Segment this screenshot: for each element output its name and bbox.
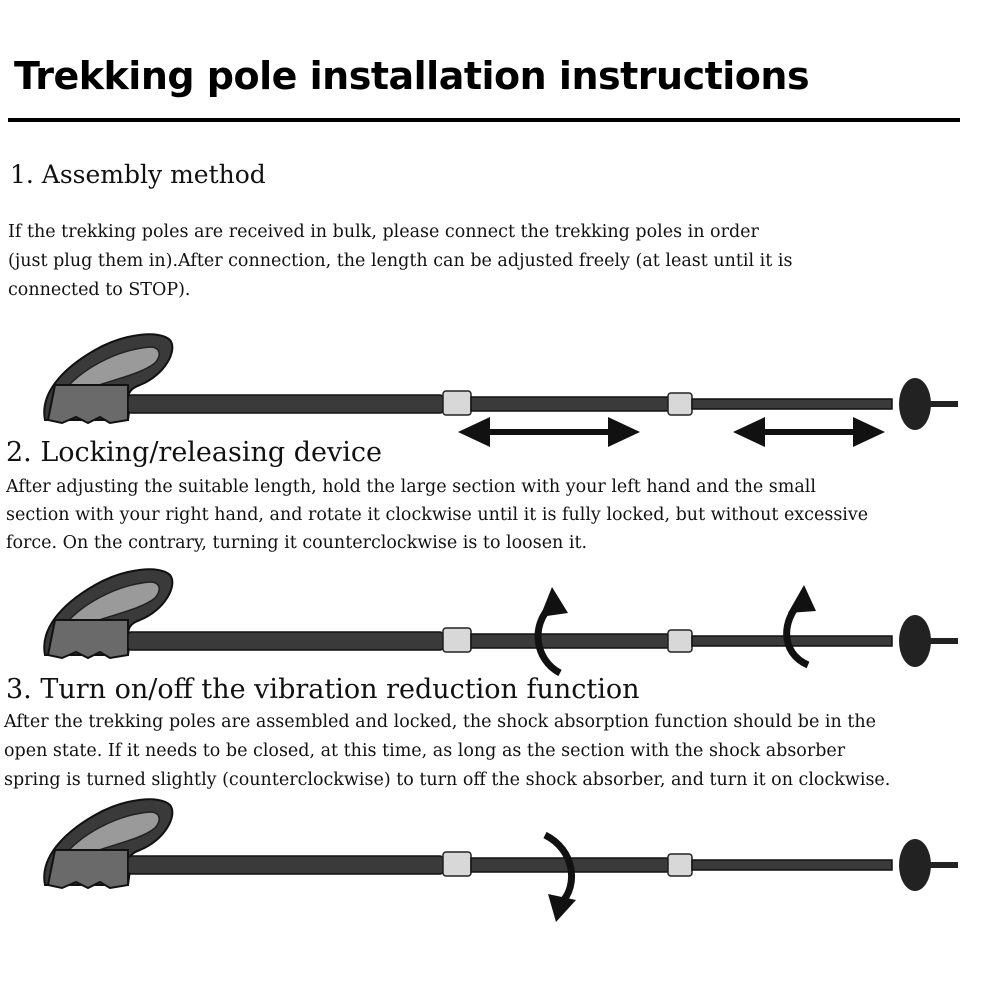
body-line: If the trekking poles are received in bu…: [8, 222, 759, 242]
pole-handle: [43, 568, 174, 660]
body-line: force. On the contrary, turning it count…: [6, 533, 588, 553]
pole-illustration-extend: [43, 333, 958, 447]
section-3-body: After the trekking poles are assembled a…: [4, 708, 998, 795]
page-title: Trekking pole installation instructions: [14, 54, 810, 98]
pole-handle: [43, 333, 174, 425]
basket-tip: [899, 839, 958, 891]
basket-tip: [899, 378, 958, 430]
pole-upper-section: [127, 394, 444, 414]
body-line: section with your right hand, and rotate…: [6, 505, 869, 525]
pole-lower-section: [691, 859, 893, 871]
rotate-arrow-icon: [783, 585, 816, 669]
pole-middle-section: [470, 633, 669, 649]
body-line: connected to STOP).: [8, 280, 191, 300]
pole-lower-section: [691, 398, 893, 410]
double-arrow-icon: [458, 417, 640, 447]
section-1-body: If the trekking poles are received in bu…: [8, 218, 968, 305]
pole-illustration-lock: [43, 568, 958, 677]
section-3-heading: 3. Turn on/off the vibration reduction f…: [6, 674, 640, 705]
rotate-arrow-icon: [543, 831, 576, 922]
body-line: (just plug them in).After connection, th…: [8, 251, 793, 271]
pole-upper-section: [127, 855, 444, 875]
lock-collar: [667, 629, 693, 653]
title-divider: [8, 118, 960, 122]
section-2-body: After adjusting the suitable length, hol…: [6, 473, 996, 557]
double-arrow-icon: [733, 417, 885, 447]
section-2-heading: 2. Locking/releasing device: [6, 437, 383, 468]
pole-lower-section: [691, 635, 893, 647]
rotate-arrow-icon: [534, 587, 568, 677]
lock-collar: [442, 390, 472, 416]
pole-illustration-shock: [43, 798, 958, 922]
body-line: After the trekking poles are assembled a…: [4, 712, 877, 732]
section-1-heading: 1. Assembly method: [10, 160, 266, 189]
lock-collar: [667, 853, 693, 877]
lock-collar: [442, 851, 472, 877]
basket-tip: [899, 615, 958, 667]
pole-upper-section: [127, 631, 444, 651]
body-line: spring is turned slightly (counterclockw…: [4, 770, 891, 790]
pole-handle: [43, 798, 174, 890]
pole-middle-section: [470, 396, 669, 412]
lock-collar: [442, 627, 472, 653]
body-line: open state. If it needs to be closed, at…: [4, 741, 846, 761]
lock-collar: [667, 392, 693, 416]
body-line: After adjusting the suitable length, hol…: [6, 477, 816, 497]
